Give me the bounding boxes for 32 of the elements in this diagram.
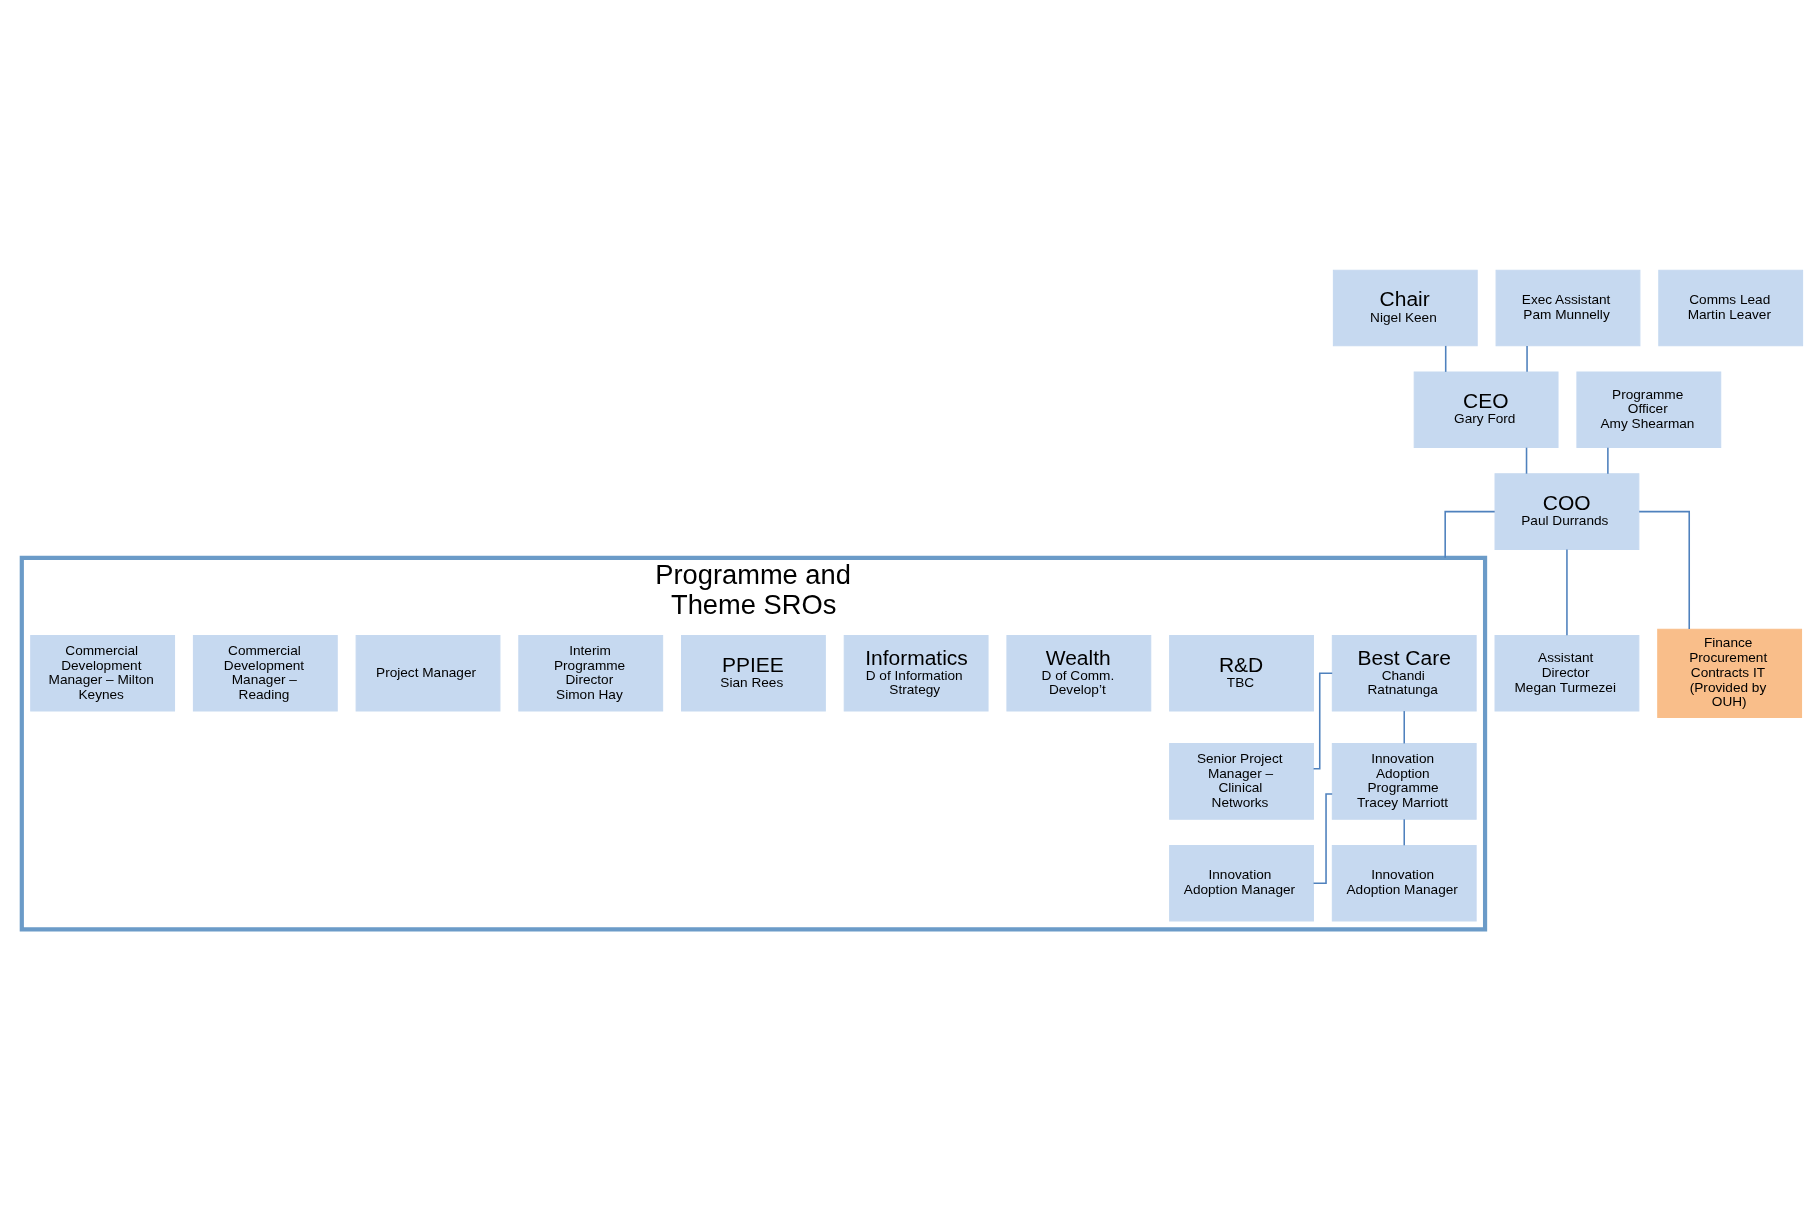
node-box: Innovation Adoption Manager	[1169, 844, 1314, 922]
node-box: Assistant Director Megan Turmezei	[1494, 634, 1640, 712]
node-box: Best Care Chandi Ratnatunga	[1331, 634, 1477, 712]
connector	[1444, 510, 1496, 559]
node-box: CEO Gary Ford	[1413, 371, 1559, 449]
node-box: Senior Project Manager – Clinical Networks	[1169, 743, 1314, 820]
node-box: Wealth D of Comm. Develop’t	[1006, 634, 1152, 712]
connector	[1638, 510, 1690, 630]
connector	[1312, 793, 1333, 884]
node-box: Innovation Adoption Manager	[1331, 844, 1477, 922]
connector	[1403, 710, 1406, 745]
connector	[1526, 345, 1528, 373]
node-box: Interim Programme Director Simon Hay	[518, 634, 664, 712]
connector	[1312, 672, 1333, 770]
connector	[1403, 818, 1406, 847]
node-box: Project Manager	[355, 634, 501, 712]
connector	[1607, 446, 1609, 475]
connector	[1444, 345, 1447, 373]
connector	[1525, 446, 1528, 475]
node-box: Commercial Development Manager – Milton Keynes	[30, 634, 176, 712]
node-box: PPIEE Sian Rees	[681, 634, 826, 712]
node-box: Informatics D of Information Strategy	[843, 634, 989, 712]
node-box: R&D TBC	[1169, 634, 1314, 712]
node-box: Exec Assistant Pam Munnelly	[1495, 269, 1641, 347]
node-box: Innovation Adoption Programme Tracey Marriott	[1331, 743, 1477, 820]
node-box: COO Paul Durrands	[1494, 473, 1640, 550]
node-box: Finance Procurement Contracts IT (Provided by OUH)	[1657, 628, 1803, 718]
connector	[1566, 548, 1568, 637]
node-box: Commercial Development Manager – Reading	[192, 634, 338, 712]
node-box: Programme Officer Amy Shearman	[1576, 371, 1722, 449]
node-box: Chair Nigel Keen	[1332, 269, 1478, 347]
node-box: Comms Lead Martin Leaver	[1658, 269, 1804, 347]
